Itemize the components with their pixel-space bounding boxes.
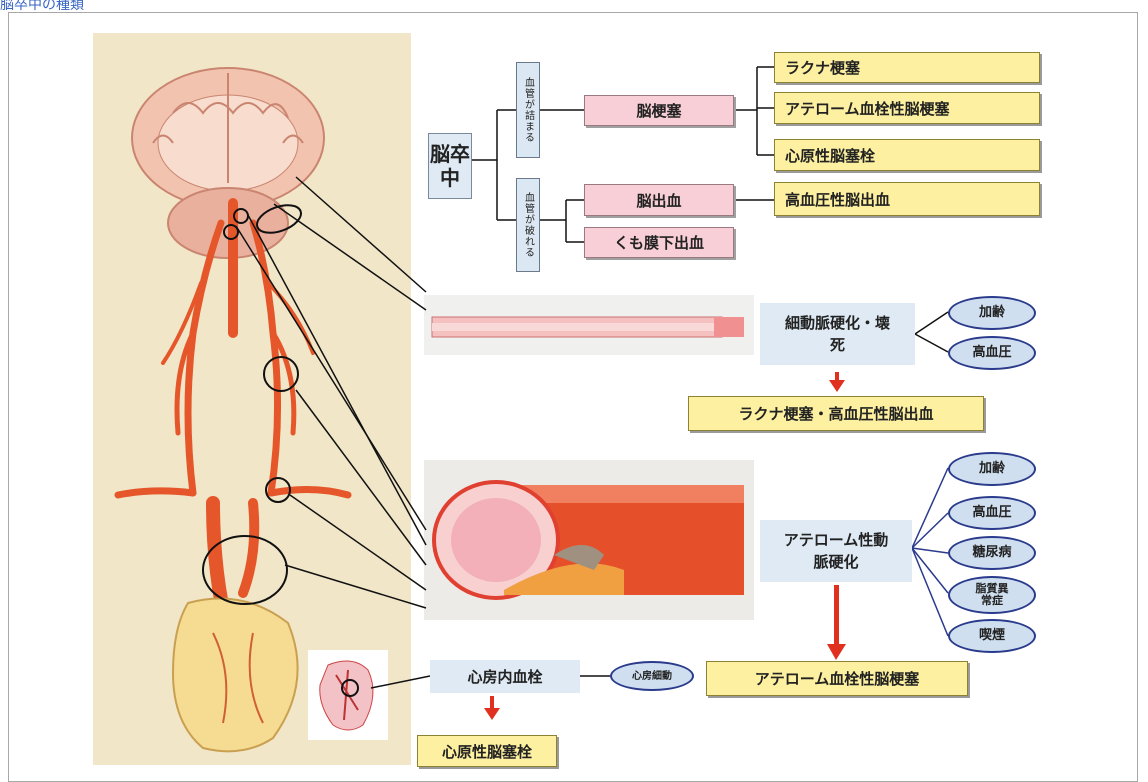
type-lacunar-box: ラクナ梗塞: [774, 52, 1040, 83]
branch-blocked-label: 血管が詰まる: [516, 62, 540, 158]
factor-hypertension-oval: 高血圧: [948, 336, 1036, 370]
stroke-root-box: 脳卒中: [428, 133, 472, 199]
type-cardioembolic-box: 心原性脳塞栓: [774, 139, 1040, 171]
small-artery-label: 細動脈硬化・壊死: [760, 303, 915, 365]
infarction-box: 脳梗塞: [584, 95, 734, 126]
type-hypertensive-hemorrhage-box: 高血圧性脳出血: [774, 182, 1040, 216]
type-atherothrombotic-box: アテローム血栓性脳梗塞: [774, 92, 1040, 124]
factor-aging-oval-2: 加齢: [948, 452, 1036, 486]
atrial-thrombus-label: 心房内血栓: [430, 660, 580, 693]
factor-smoking-oval: 喫煙: [948, 619, 1036, 653]
branch-broken-label: 血管が破れる: [516, 178, 540, 272]
sah-box: くも膜下出血: [584, 227, 734, 258]
cardiac-result-box: 心原性脳塞栓: [417, 735, 557, 767]
factor-diabetes-oval: 糖尿病: [948, 536, 1036, 570]
factor-aging-oval: 加齢: [948, 296, 1036, 330]
hemorrhage-box: 脳出血: [584, 184, 734, 216]
factor-hypertension-oval-2: 高血圧: [948, 496, 1036, 530]
factor-af-oval: 心房細動: [610, 661, 694, 691]
atherosclerosis-label: アテローム性動脈硬化: [760, 520, 912, 582]
small-artery-result-box: ラクナ梗塞・高血圧性脳出血: [688, 396, 984, 431]
factor-dyslipidemia-oval: 脂質異常症: [948, 576, 1036, 614]
atherosclerosis-result-box: アテローム血栓性脳梗塞: [706, 661, 968, 696]
